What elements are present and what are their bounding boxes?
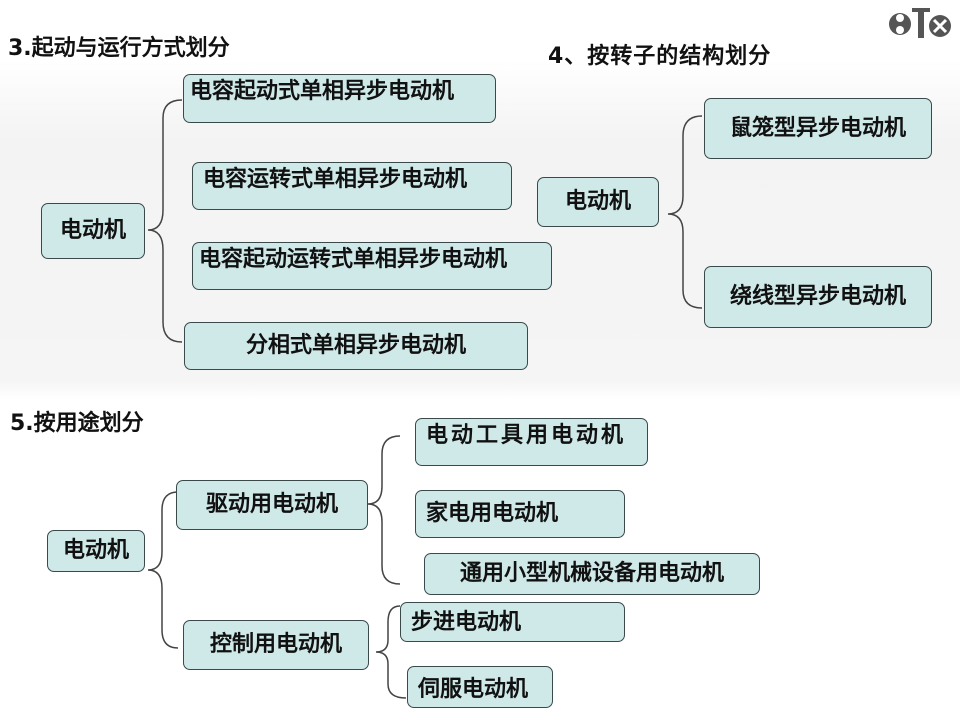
item-squirrel-cage: 鼠笼型异步电动机 <box>704 98 932 159</box>
item-servo: 伺服电动机 <box>407 666 553 708</box>
item-capacitor-start: 电容起动式单相异步电动机 <box>183 74 496 123</box>
item-split-phase: 分相式单相异步电动机 <box>184 322 528 370</box>
heading-section5: 5.按用途划分 <box>10 411 144 436</box>
item-capacitor-start-run: 电容起动运转式单相异步电动机 <box>192 242 552 290</box>
control-motor-box: 控制用电动机 <box>183 620 369 670</box>
logo-icon <box>888 4 956 44</box>
heading-section4: 4、按转子的结构划分 <box>548 44 772 69</box>
item-household: 家电用电动机 <box>415 490 625 538</box>
bracket-control <box>375 605 407 699</box>
drive-motor-box: 驱动用电动机 <box>176 480 368 530</box>
item-wound-rotor: 绕线型异步电动机 <box>704 266 932 328</box>
bracket-section4 <box>667 115 703 309</box>
item-stepper: 步进电动机 <box>400 602 625 642</box>
bracket-section3 <box>147 99 183 343</box>
motor-root-box: 电动机 <box>41 203 145 259</box>
motor-root-box-rotor: 电动机 <box>537 177 659 227</box>
item-general-machinery: 通用小型机械设备用电动机 <box>424 553 760 595</box>
bracket-drive <box>367 435 401 585</box>
heading-section3: 3.起动与运行方式划分 <box>8 36 230 61</box>
item-capacitor-run: 电容运转式单相异步电动机 <box>192 162 512 210</box>
item-power-tool: 电动工具用电动机 <box>415 418 648 466</box>
motor-root-box-usage: 电动机 <box>47 530 145 572</box>
bracket-section5-main <box>147 491 179 649</box>
